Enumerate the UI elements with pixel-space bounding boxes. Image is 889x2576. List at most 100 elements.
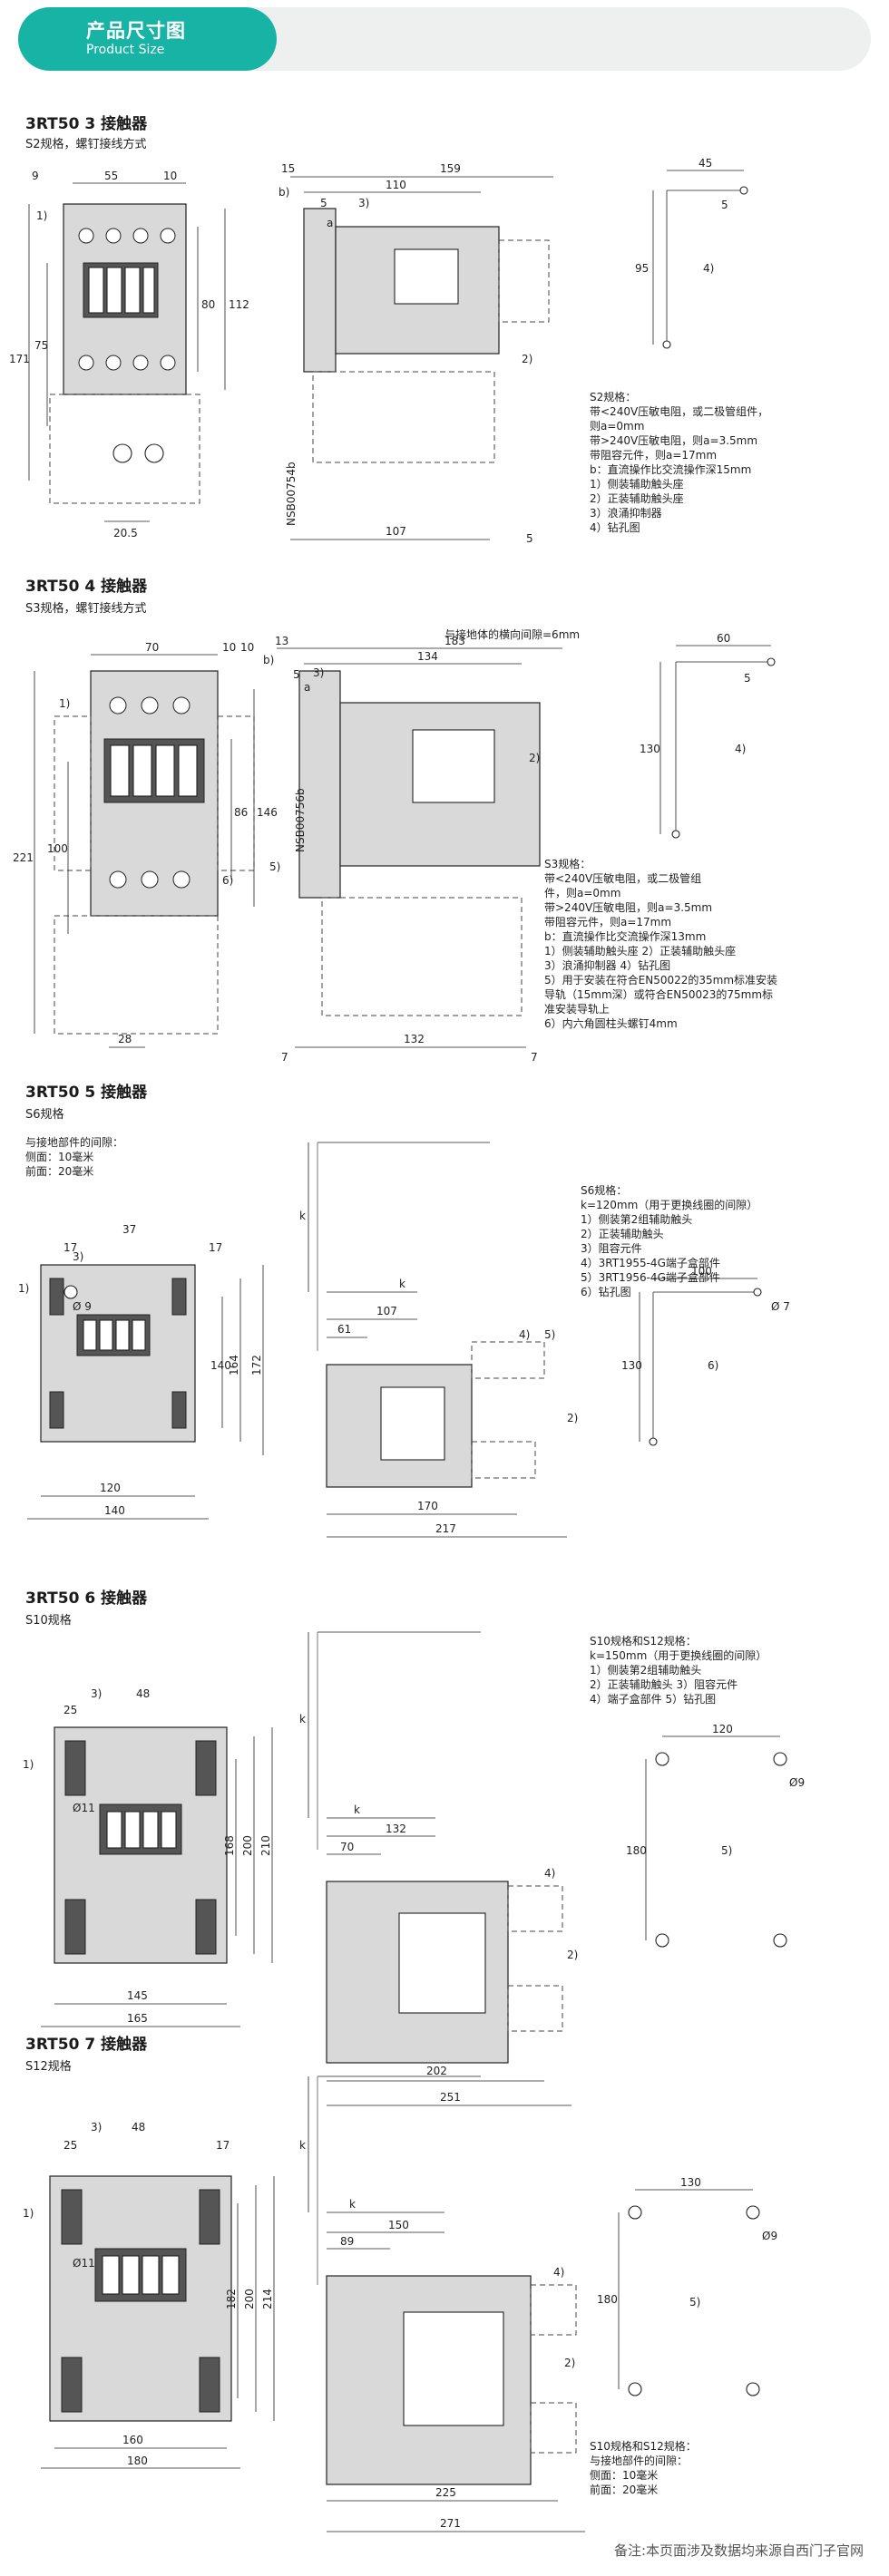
dim-17b: 17 xyxy=(209,1241,222,1254)
dim-5-drill: 5 xyxy=(721,199,728,211)
s10-side-dims: 251 xyxy=(327,2080,572,2106)
s12-bottom-note: S10规格和S12规格： 与接地部件的间隙： 侧面：10毫米 前面：20毫米 xyxy=(590,2440,697,2496)
dim-140v: 140 xyxy=(210,1359,231,1372)
dim-k2: k xyxy=(349,2198,356,2211)
dim-100: 100 xyxy=(47,842,68,855)
header-title-zh: 产品尺寸图 xyxy=(86,20,186,42)
dim-132: 132 xyxy=(386,1823,406,1835)
dim-70: 70 xyxy=(145,641,159,654)
dim-48: 48 xyxy=(132,2121,145,2134)
dim-132: 132 xyxy=(404,1033,425,1045)
dim-k2: k xyxy=(354,1803,360,1816)
s10-front-view: 145 165 48 25 Ø11 168 200 210 1) 3) xyxy=(23,1687,273,2027)
dim-134: 134 xyxy=(417,650,438,663)
dim-95: 95 xyxy=(635,262,649,275)
dim-5b: 5 xyxy=(526,532,533,545)
dim-130: 130 xyxy=(680,2176,701,2189)
label-5: 5) xyxy=(544,1328,555,1341)
dim-10a: 10 xyxy=(222,641,236,654)
dim-130: 130 xyxy=(640,743,660,755)
dim-271: 271 xyxy=(440,2517,461,2530)
drawing-code: NSB00756b xyxy=(294,788,307,852)
label-2: 2) xyxy=(564,2357,575,2369)
dim-28: 28 xyxy=(118,1033,132,1045)
dim-159: 159 xyxy=(440,162,461,175)
s10-drill-view: 120 Ø9 180 5) xyxy=(626,1723,805,1948)
dim-60: 60 xyxy=(717,632,730,645)
dim-100: 100 xyxy=(691,1265,712,1278)
section-subtitle: S3规格，螺钉接线方式 xyxy=(25,602,147,616)
dim-110: 110 xyxy=(386,179,406,191)
footer-source-note: 备注:本页面涉及数据均来源自西门子官网 xyxy=(613,2542,864,2559)
dim-25: 25 xyxy=(64,1704,77,1716)
dim-89: 89 xyxy=(340,2235,354,2248)
dim-251: 251 xyxy=(440,2091,461,2104)
dim-107: 107 xyxy=(386,525,406,538)
dim-180: 180 xyxy=(597,2293,618,2306)
dim-55: 55 xyxy=(104,170,118,182)
dim-5: 5 xyxy=(320,197,327,209)
dim-13: 13 xyxy=(275,635,288,647)
s2-drill-view: 45 5 95 4) xyxy=(635,157,748,349)
s12-front-view: 160 180 48 25 17 Ø11 182 200 214 1) 3) xyxy=(23,2121,275,2469)
label-1: 1) xyxy=(23,1758,34,1771)
dim-45: 45 xyxy=(698,157,712,170)
dim-112: 112 xyxy=(229,298,249,311)
dim-7b: 7 xyxy=(531,1051,538,1064)
label-4: 4) xyxy=(519,1328,530,1341)
label-4: 4) xyxy=(544,1867,555,1880)
dim-5-drill: 5 xyxy=(744,672,751,685)
s2-front-view: 55 10 9 171 75 80 112 20.5 1) xyxy=(9,170,249,540)
dim-80: 80 xyxy=(201,298,215,311)
dim-130: 130 xyxy=(621,1359,642,1372)
dim-9: 9 xyxy=(32,170,39,182)
section-subtitle: S6规格 xyxy=(25,1108,64,1122)
label-3: 3) xyxy=(313,666,324,679)
dim-146: 146 xyxy=(257,806,278,819)
dim-25: 25 xyxy=(64,2139,77,2152)
s10-side-view: k k 132 70 202 4) 2) xyxy=(299,1631,578,2077)
dim-200: 200 xyxy=(241,1835,254,1856)
label-4: 4) xyxy=(553,2266,564,2279)
dim-180: 180 xyxy=(127,2454,148,2467)
dim-140: 140 xyxy=(104,1504,125,1517)
dim-37: 37 xyxy=(122,1223,136,1236)
label-a: a xyxy=(327,217,333,229)
label-1: 1) xyxy=(59,697,70,710)
label-5: 5) xyxy=(689,2296,700,2309)
label-2: 2) xyxy=(567,1949,578,1961)
section-title: 3RT50 4 接触器 xyxy=(25,578,148,596)
label-3: 3) xyxy=(91,2121,102,2134)
s2-notes: S2规格： 带<240V压敏电阻，或二极管组件， 则a=0mm 带>240V压敏… xyxy=(590,391,769,534)
dim-214: 214 xyxy=(261,2289,274,2309)
label-6: 6) xyxy=(708,1359,718,1372)
s6-drill-view: 100 Ø 7 130 6) xyxy=(621,1265,790,1446)
s3-top-note: 与接地体的横向间隙=6mm xyxy=(444,628,581,641)
label-2: 2) xyxy=(522,353,532,365)
dim-k2: k xyxy=(399,1278,405,1290)
dim-210: 210 xyxy=(259,1835,272,1856)
s2-side-view: 159 15 110 5 b) a 107 5 3) 2) NSB00754b xyxy=(278,162,553,545)
dim-172: 172 xyxy=(250,1355,263,1375)
dim-k: k xyxy=(299,2139,306,2152)
dim-17a: 17 xyxy=(64,1241,77,1254)
s12-drill-view: 130 Ø9 180 5) xyxy=(597,2176,777,2396)
dim-217: 217 xyxy=(435,1522,456,1535)
s3-side-view: 183 13 134 5 b) a 132 7 7 5) 2) 3) NSB00… xyxy=(263,635,562,1064)
dim-15: 15 xyxy=(281,162,295,175)
label-6: 6) xyxy=(222,874,233,887)
label-4: 4) xyxy=(703,262,714,275)
section-title: 3RT50 6 接触器 xyxy=(25,1589,148,1608)
s12-side-view: k k 150 89 225 4) 2) xyxy=(299,2075,577,2502)
dim-75: 75 xyxy=(34,339,48,352)
dim-10: 10 xyxy=(163,170,177,182)
dim-48: 48 xyxy=(136,1687,150,1700)
dim-120: 120 xyxy=(712,1723,733,1735)
dim-10b: 10 xyxy=(240,641,254,654)
s10-notes: S10规格和S12规格： k=150mm（用于更换线圈的间隙） 1）侧装第2组辅… xyxy=(590,1635,767,1706)
s6-front-view: 120 140 37 17 17 Ø 9 140 164 172 1) 3) xyxy=(18,1223,264,1520)
dim-20-5: 20.5 xyxy=(113,527,138,540)
label-1: 1) xyxy=(18,1282,29,1295)
label-3: 3) xyxy=(358,197,369,209)
label-3: 3) xyxy=(91,1687,102,1700)
